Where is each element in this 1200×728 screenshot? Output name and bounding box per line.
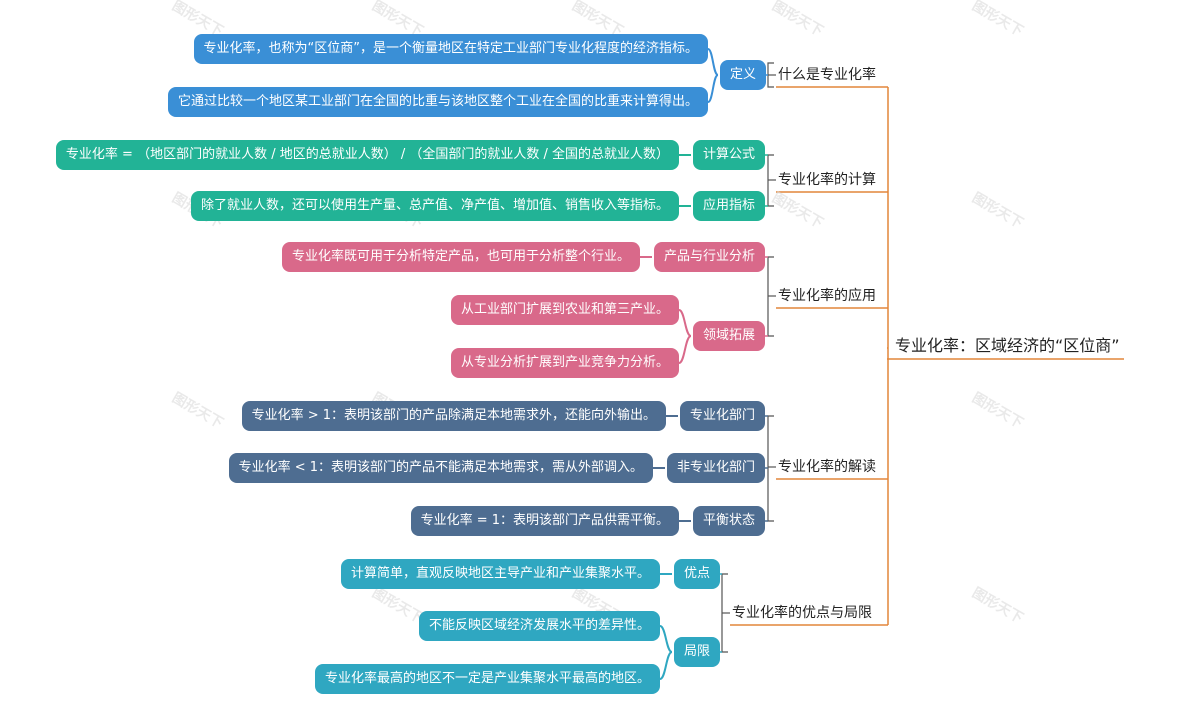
connector-line	[767, 415, 774, 522]
leaf-note[interactable]: 专业化率 < 1：表明该部门的产品不能满足本地需求，需从外部调入。	[228, 453, 653, 483]
root-topic[interactable]: 专业化率：区域经济的“区位商”	[895, 336, 1120, 355]
sub-topic-formula[interactable]: 计算公式	[693, 140, 766, 170]
branch-definition[interactable]: 什么是专业化率	[778, 67, 876, 83]
leaf-note[interactable]: 专业化率 = （地区部门的就业人数 / 地区的总就业人数） / （全国部门的就业…	[55, 140, 679, 170]
branch-application[interactable]: 专业化率的应用	[778, 288, 876, 304]
sub-topic-product-industry[interactable]: 产品与行业分析	[654, 242, 766, 272]
connector-line	[659, 651, 673, 680]
branch-interpretation[interactable]: 专业化率的解读	[778, 459, 876, 475]
leaf-note[interactable]: 专业化率，也称为“区位商”，是一个衡量地区在特定工业部门专业化程度的经济指标。	[193, 34, 708, 64]
leaf-note[interactable]: 除了就业人数，还可以使用生产量、总产值、净产值、增加值、销售收入等指标。	[190, 191, 679, 221]
sub-topic-specialized[interactable]: 专业化部门	[680, 401, 766, 431]
sub-topic-advantages[interactable]: 优点	[674, 559, 721, 589]
sub-topic-indicators[interactable]: 应用指标	[693, 191, 766, 221]
connector-line	[707, 48, 719, 76]
sub-topic-non-specialized[interactable]: 非专业化部门	[667, 453, 766, 483]
leaf-note[interactable]: 专业化率 = 1：表明该部门产品供需平衡。	[410, 506, 679, 536]
leaf-note[interactable]: 专业化率 > 1：表明该部门的产品除满足本地需求外，还能向外输出。	[241, 401, 666, 431]
leaf-note[interactable]: 计算简单，直观反映地区主导产业和产业集聚水平。	[340, 559, 660, 589]
leaf-note[interactable]: 它通过比较一个地区某工业部门在全国的比重与该地区整个工业在全国的比重来计算得出。	[167, 87, 708, 117]
sub-topic-limitations[interactable]: 局限	[674, 637, 721, 667]
branch-calculation[interactable]: 专业化率的计算	[778, 172, 876, 188]
sub-topic-balance[interactable]: 平衡状态	[693, 506, 766, 536]
sub-topic-definition[interactable]: 定义	[720, 60, 767, 90]
leaf-note[interactable]: 从工业部门扩展到农业和第三产业。	[450, 295, 679, 325]
branch-pros-cons[interactable]: 专业化率的优点与局限	[732, 605, 872, 621]
leaf-note[interactable]: 专业化率既可用于分析特定产品，也可用于分析整个行业。	[281, 242, 640, 272]
sub-topic-field-expansion[interactable]: 领域拓展	[693, 321, 766, 351]
connector-line	[707, 74, 719, 103]
connector-line	[678, 335, 692, 364]
leaf-note[interactable]: 专业化率最高的地区不一定是产业集聚水平最高的地区。	[314, 664, 660, 694]
connector-line	[659, 625, 673, 653]
leaf-note[interactable]: 不能反映区域经济发展水平的差异性。	[418, 611, 660, 641]
connector-line	[678, 309, 692, 337]
leaf-note[interactable]: 从专业分析扩展到产业竞争力分析。	[450, 348, 679, 378]
